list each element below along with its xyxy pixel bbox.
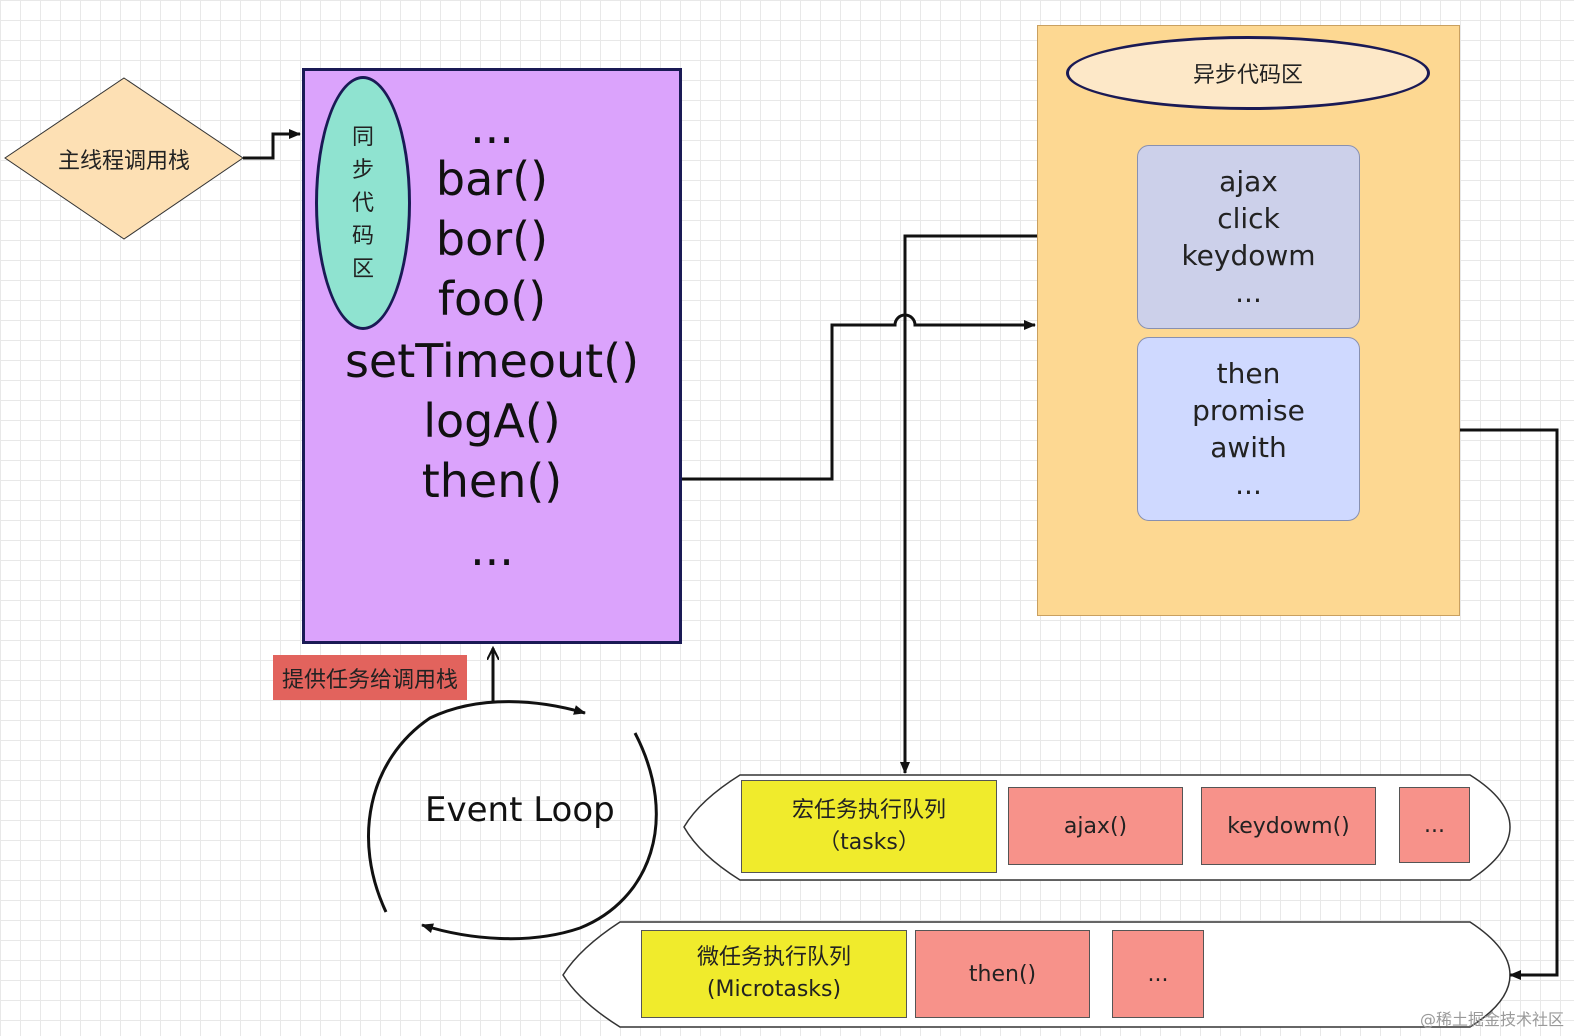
macro-queue-subtitle: （tasks） [818, 829, 920, 855]
connector-then-to-async [562, 313, 1036, 481]
macro-queue-item: keydowm() [1201, 787, 1376, 865]
micro-queue-item: ... [1112, 930, 1204, 1018]
main-thread-diamond [4, 77, 244, 240]
micro-source-box: then promise awith ... [1137, 337, 1360, 521]
micro-queue-item: then() [915, 930, 1090, 1018]
sync-char: 代 [351, 190, 374, 216]
watermark: @稀土掘金技术社区 [1419, 1010, 1564, 1029]
stack-line: bor() [435, 212, 549, 266]
stack-line: then() [421, 454, 563, 508]
stack-line: ... [470, 522, 514, 576]
async-zone-title: 异步代码区 [1066, 36, 1430, 110]
macro-queue-item: ajax() [1008, 787, 1183, 865]
macro-queue-item: ... [1399, 787, 1470, 863]
sync-char: 区 [351, 256, 374, 282]
stack-line: logA() [423, 394, 561, 448]
stack-line: setTimeout() [344, 334, 640, 388]
macro-source-item: ajax [1219, 165, 1278, 198]
micro-source-item: awith [1210, 431, 1287, 464]
event-loop-label: Event Loop [425, 790, 615, 830]
micro-source-item: then [1216, 357, 1281, 390]
stack-line: foo() [437, 272, 547, 326]
sync-char: 步 [351, 157, 374, 183]
micro-source-item: promise [1192, 394, 1305, 427]
event-loop-arc-top [367, 700, 586, 913]
macro-source-item: click [1217, 202, 1280, 235]
macro-source-box: ajax click keydowm ... [1137, 145, 1360, 329]
event-loop-arc-bottom [421, 732, 658, 941]
macro-source-item: keydowm [1181, 239, 1316, 272]
micro-queue-label: 微任务执行队列 (Microtasks) [641, 930, 907, 1018]
provide-task-label: 提供任务给调用栈 [273, 655, 467, 700]
macro-queue-label: 宏任务执行队列 （tasks） [741, 780, 997, 873]
sync-char: 码 [351, 223, 374, 249]
sync-char: 同 [351, 124, 374, 150]
micro-source-item: ... [1235, 468, 1262, 501]
stack-line: bar() [435, 152, 549, 206]
sync-code-zone: 同 步 代 码 区 [315, 76, 411, 330]
macro-source-item: ... [1235, 276, 1262, 309]
micro-queue-subtitle: (Microtasks) [706, 977, 842, 1002]
connector-diamond-to-stack [243, 129, 301, 160]
micro-queue-title: 微任务执行队列 [696, 945, 851, 970]
macro-queue-title: 宏任务执行队列 [791, 797, 946, 823]
main-thread-label: 主线程调用栈 [57, 149, 190, 174]
stack-line: ... [470, 100, 514, 154]
